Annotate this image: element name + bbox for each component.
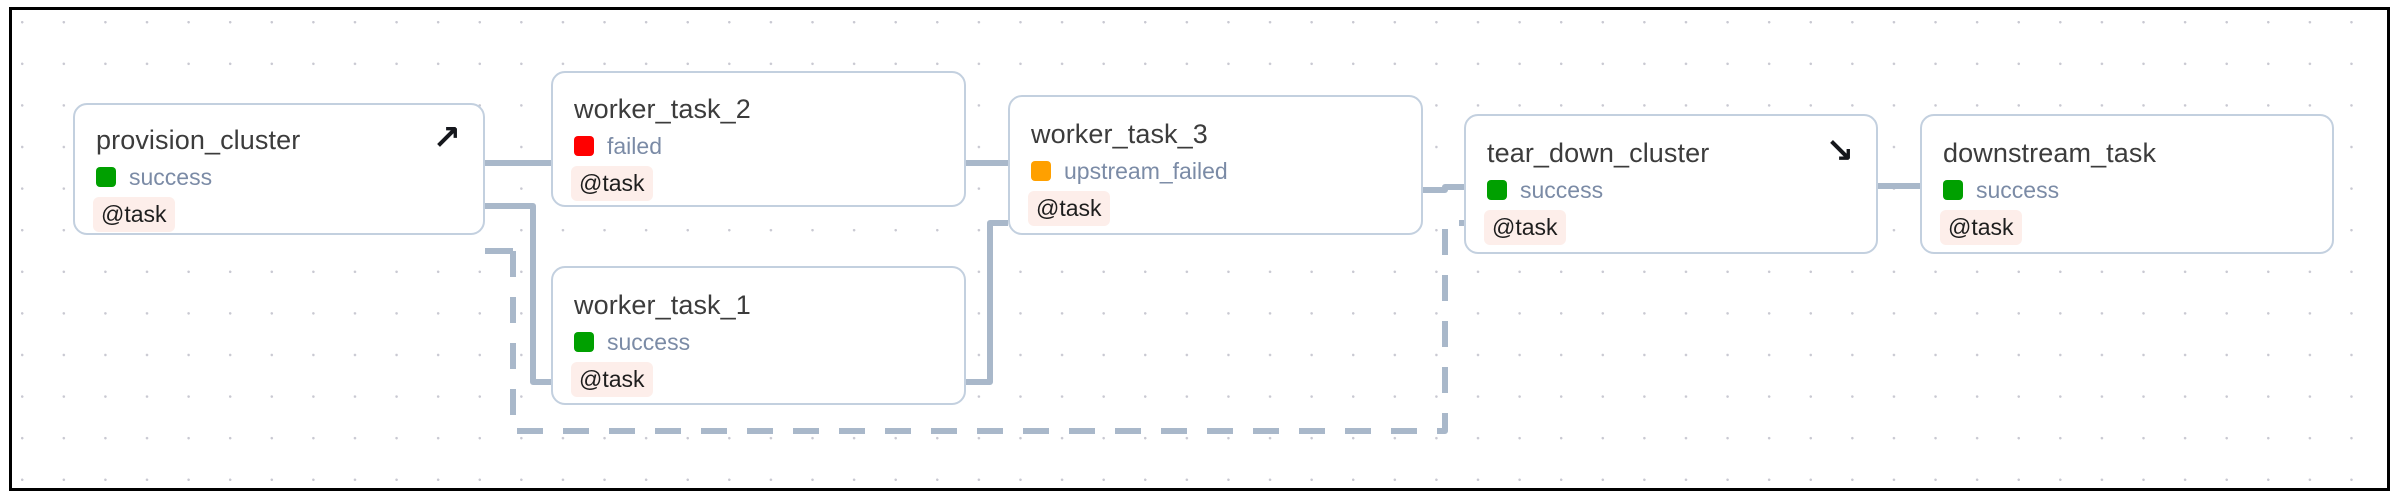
- node-title: worker_task_2: [574, 94, 751, 124]
- task-type-badge: @task: [1028, 191, 1110, 226]
- status-swatch-failed: [574, 136, 594, 156]
- node-status: success: [96, 164, 212, 190]
- node-title: provision_cluster: [96, 125, 301, 155]
- status-label: success: [129, 164, 213, 190]
- edge-worker_task_1-to-worker_task_3: [966, 220, 1008, 385]
- task-type-badge: @task: [571, 166, 653, 201]
- node-status: success: [574, 329, 690, 355]
- node-status: upstream_failed: [1031, 158, 1228, 184]
- status-label: success: [1976, 177, 2060, 203]
- task-node-worker_task_3[interactable]: worker_task_3 upstream_failed @task: [1008, 95, 1423, 235]
- status-label: failed: [607, 133, 662, 159]
- status-label: upstream_failed: [1064, 158, 1228, 184]
- edge-provision_cluster-to-tear_down_cluster: [510, 220, 1464, 434]
- arrow-up-right-icon: ↗: [432, 118, 462, 158]
- task-type-badge: @task: [571, 362, 653, 397]
- arrow-down-right-icon: ↘: [1825, 131, 1855, 171]
- status-label: success: [607, 329, 691, 355]
- task-type-badge: @task: [93, 197, 175, 232]
- task-node-tear_down_cluster[interactable]: tear_down_cluster ↘ success @task: [1464, 114, 1878, 254]
- edge-provision_cluster-to-worker_task_3: [485, 203, 551, 385]
- status-swatch-success: [1943, 180, 1963, 200]
- task-type-badge: @task: [1484, 210, 1566, 245]
- task-node-worker_task_2[interactable]: worker_task_2 failed @task: [551, 71, 966, 207]
- task-node-downstream_task[interactable]: downstream_task success @task: [1920, 114, 2334, 254]
- task-node-worker_task_1[interactable]: worker_task_1 success @task: [551, 266, 966, 405]
- node-title: tear_down_cluster: [1487, 138, 1710, 168]
- node-title: worker_task_3: [1031, 119, 1208, 149]
- edge-layer: [485, 160, 1920, 434]
- task-type-badge: @task: [1940, 210, 2022, 245]
- node-status: success: [1943, 177, 2059, 203]
- node-title: downstream_task: [1943, 138, 2157, 168]
- status-swatch-upstream-failed: [1031, 161, 1051, 181]
- task-node-provision_cluster[interactable]: provision_cluster ↗ success @task: [73, 103, 485, 235]
- node-title: worker_task_1: [574, 290, 751, 320]
- status-label: success: [1520, 177, 1604, 203]
- status-swatch-success: [574, 332, 594, 352]
- status-swatch-success: [96, 167, 116, 187]
- edge-worker_task_3-to-tear_down_cluster: [1423, 184, 1464, 193]
- status-swatch-success: [1487, 180, 1507, 200]
- node-status: success: [1487, 177, 1603, 203]
- graph-frame: provision_cluster ↗ success @task worker…: [9, 7, 2390, 491]
- node-status: failed: [574, 133, 662, 159]
